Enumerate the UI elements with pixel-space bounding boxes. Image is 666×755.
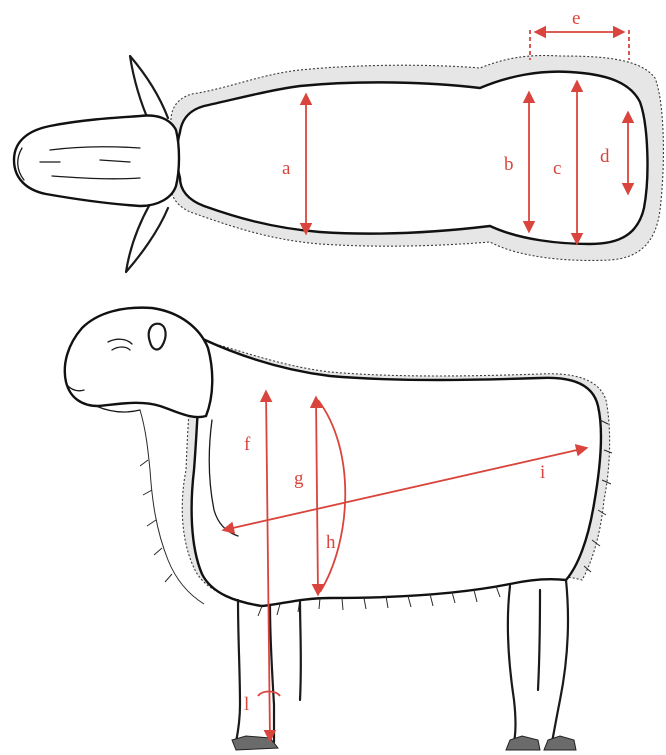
right-ear-top-icon [126, 204, 168, 272]
label-h: h [326, 532, 336, 553]
left-ear-top-icon [130, 56, 168, 124]
front-leg-right [300, 600, 301, 700]
hoof-hind-back-icon [544, 736, 576, 750]
hoof-front-icon [232, 736, 278, 750]
top-view-head [14, 116, 179, 206]
front-leg-left [236, 600, 240, 742]
side-view-sheep [65, 308, 612, 750]
label-l: l [244, 694, 249, 715]
label-d: d [600, 146, 610, 167]
top-view-sheep [14, 56, 663, 273]
label-e: e [572, 8, 580, 29]
hind-leg-front [508, 586, 516, 742]
hind-leg-back [552, 580, 568, 742]
label-c: c [553, 158, 561, 179]
hoof-hind-front-icon [506, 736, 540, 750]
label-a: a [282, 158, 291, 179]
label-i: i [540, 462, 545, 483]
side-view-head [65, 308, 212, 417]
label-f: f [244, 434, 251, 455]
label-b: b [504, 154, 514, 175]
label-g: g [294, 468, 304, 489]
hind-leg-inner [538, 590, 540, 690]
jaw-detail [96, 406, 140, 412]
